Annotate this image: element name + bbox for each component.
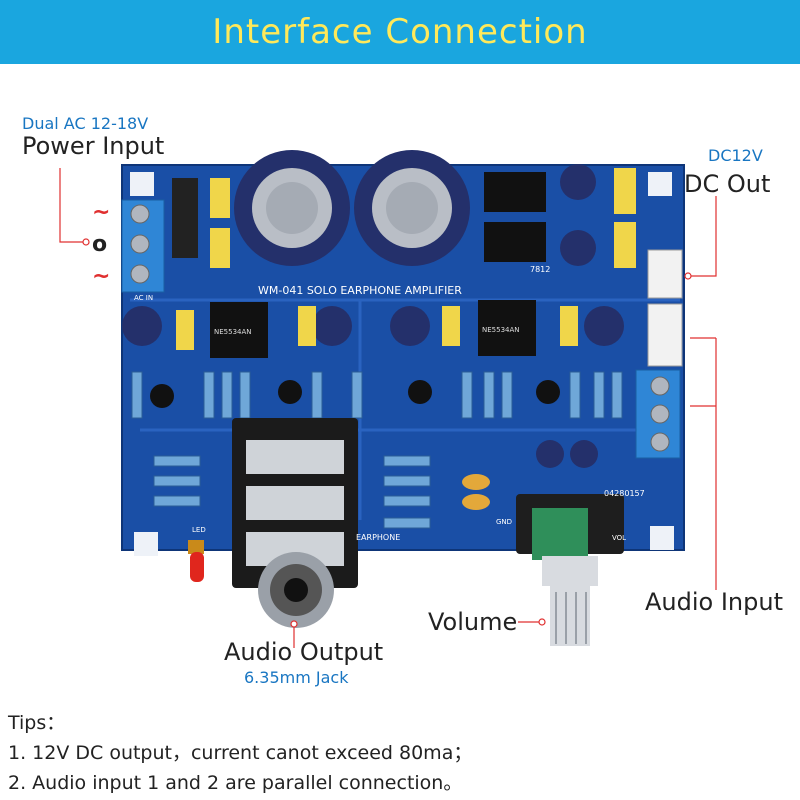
- gnd-silk: GND: [496, 518, 512, 526]
- dc-out-label: DC Out: [684, 170, 771, 198]
- mount-hole: [130, 172, 154, 196]
- ac-input-terminal: [121, 199, 165, 293]
- filter-capacitor: [354, 150, 470, 266]
- regulator-label: 7812: [530, 265, 550, 274]
- tips-item: 2. Audio input 1 and 2 are parallel conn…: [8, 772, 463, 794]
- led-indicator: [190, 552, 204, 582]
- tips-heading: Tips：: [8, 712, 66, 734]
- ic-label: NE5534AN: [482, 326, 520, 334]
- vol-silk: VOL: [612, 534, 626, 542]
- mount-hole: [648, 172, 672, 196]
- led-silk: LED: [192, 526, 206, 534]
- op-amp-ic: [210, 302, 268, 358]
- earphone-silk: EARPHONE: [356, 533, 400, 542]
- dc-out-connector: [647, 249, 683, 299]
- volume-label: Volume: [428, 608, 518, 636]
- dc-lead-line: [690, 196, 717, 277]
- op-amp-ic: [478, 300, 536, 356]
- filter-capacitor: [234, 150, 350, 266]
- ac-symbol: ~: [92, 200, 111, 225]
- mount-hole: [650, 526, 674, 550]
- audio-input-terminal: [635, 369, 681, 459]
- dc-spec-label: DC12V: [708, 146, 763, 165]
- volume-potentiometer: [516, 494, 624, 646]
- ic-label: NE5534AN: [214, 328, 252, 336]
- voltage-regulator: [484, 222, 546, 262]
- audio-input-connector: [647, 303, 683, 367]
- mount-hole: [134, 532, 158, 556]
- power-spec-label: Dual AC 12-18V: [22, 114, 149, 133]
- header-banner: [0, 0, 800, 64]
- audio-input-label: Audio Input: [645, 588, 783, 616]
- headphone-jack: [232, 418, 358, 628]
- tips-item: 1. 12V DC output，current canot exceed 80…: [8, 742, 473, 764]
- ground-symbol: o: [92, 232, 108, 257]
- ac-symbol: ~: [92, 264, 111, 289]
- voltage-regulator: [484, 172, 546, 212]
- power-lead-line: [59, 168, 84, 243]
- page-title: Interface Connection: [212, 12, 588, 52]
- board-code: 04280157: [604, 489, 645, 498]
- audio-output-label: Audio Output: [224, 638, 384, 666]
- ac-in-silk: AC IN: [134, 294, 153, 302]
- board-title: WM-041 SOLO EARPHONE AMPLIFIER: [258, 284, 462, 297]
- jack-spec-label: 6.35mm Jack: [244, 668, 349, 687]
- power-input-label: Power Input: [22, 132, 165, 160]
